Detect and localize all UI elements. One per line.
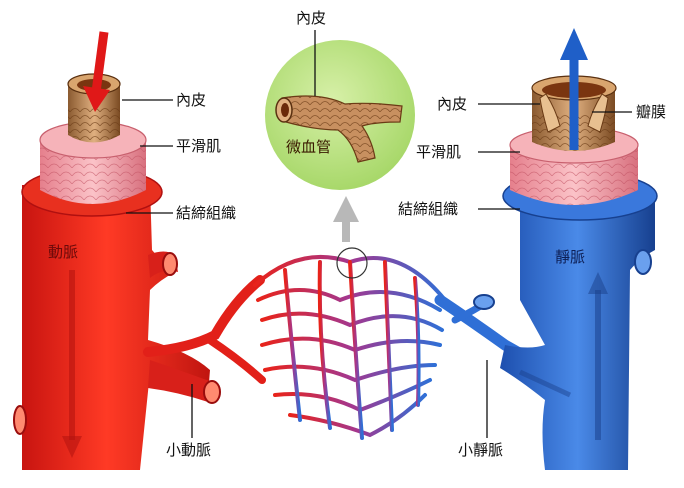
capillary-bubble <box>265 40 415 190</box>
label-valve: 瓣膜 <box>636 103 666 121</box>
capillary-v4 <box>385 262 392 430</box>
artery-lateral-opening <box>14 406 26 434</box>
label-capillary-intima: 內皮 <box>296 9 326 27</box>
capillary-v2 <box>320 262 330 428</box>
label-capillary: 微血管 <box>286 138 331 156</box>
zoom-arrow-head <box>333 196 359 222</box>
vein-flow-arrow-head <box>560 28 588 60</box>
label-vein: 靜脈 <box>555 248 585 266</box>
capillary-v1 <box>285 270 300 420</box>
label-vein-smooth-muscle: 平滑肌 <box>416 143 461 161</box>
zoom-arrow <box>333 196 359 242</box>
label-venule: 小靜脈 <box>458 441 503 459</box>
capillary-lumen <box>281 103 289 117</box>
label-artery-smooth-muscle: 平滑肌 <box>176 137 221 155</box>
label-vein-intima: 內皮 <box>437 95 467 113</box>
capillary-4 <box>262 339 440 350</box>
artery-intima-texture <box>68 108 120 143</box>
capillary-mesh <box>255 257 445 438</box>
arteriole-branch <box>210 340 262 380</box>
capillary-5 <box>265 365 435 380</box>
label-artery-connective: 結締組織 <box>176 204 236 222</box>
label-artery-intima: 內皮 <box>176 91 206 109</box>
artery-trunk <box>22 185 210 470</box>
arteriole-vessel <box>148 280 260 352</box>
vein-trunk <box>500 200 655 470</box>
artery-branch-upper-opening <box>163 253 177 275</box>
capillary-network <box>148 248 555 438</box>
label-vein-connective: 結締組織 <box>398 200 458 218</box>
label-arteriole: 小動脈 <box>166 441 211 459</box>
artery-branch-lower-opening <box>204 381 220 403</box>
label-artery: 動脈 <box>48 243 78 261</box>
vein-branch-opening <box>635 250 651 274</box>
venule-branch-opening <box>474 295 494 309</box>
